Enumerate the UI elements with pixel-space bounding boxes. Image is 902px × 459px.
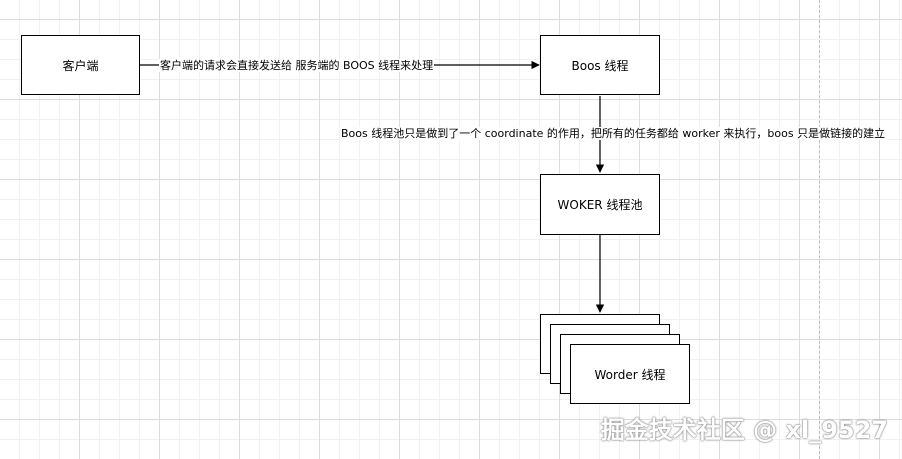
edge-label-client-to-boss: 客户端的请求会直接发送给 服务端的 BOOS 线程来处理	[159, 59, 435, 72]
worker-pool-node-label: WOKER 线程池	[557, 198, 643, 212]
worker-thread-node[interactable]: Worder 线程	[570, 344, 690, 404]
client-node[interactable]: 客户端	[21, 35, 140, 95]
client-node-label: 客户端	[62, 58, 99, 73]
edge-label-boss-to-worker-pool: Boos 线程池只是做到了一个 coordinate 的作用，把所有的任务都给 …	[340, 127, 887, 140]
watermark-text: 掘金技术社区 @ xl_9527	[600, 416, 888, 444]
boss-thread-node[interactable]: Boos 线程	[540, 35, 660, 95]
boss-thread-node-label: Boos 线程	[571, 58, 629, 73]
page-boundary-line	[819, 0, 820, 459]
worker-thread-node-label: Worder 线程	[594, 367, 666, 382]
worker-pool-node[interactable]: WOKER 线程池	[540, 174, 660, 235]
